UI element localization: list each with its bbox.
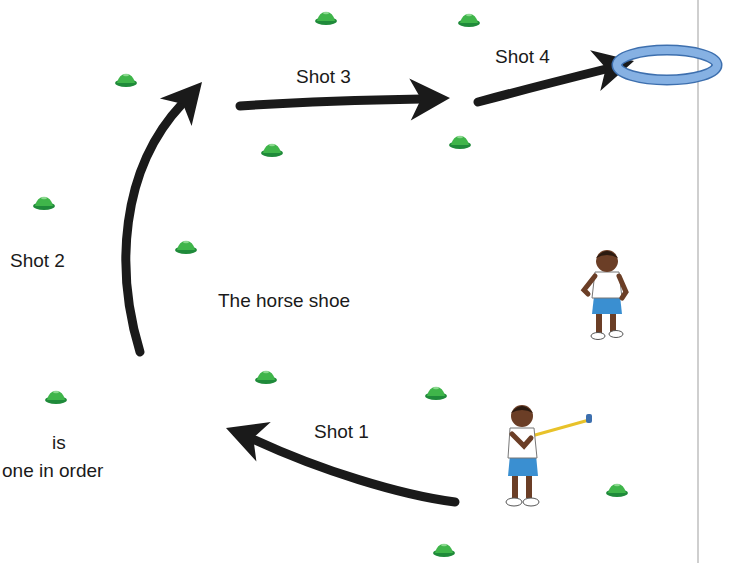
margin-line <box>697 0 699 563</box>
standing-child <box>584 250 626 340</box>
text-label: Shot 4 <box>495 46 550 68</box>
text-label: Shot 3 <box>296 66 351 88</box>
text-label: one in order <box>2 460 103 482</box>
text-label: Shot 1 <box>314 421 369 443</box>
cones <box>33 12 628 557</box>
text-label: Shot 2 <box>10 250 65 272</box>
target-ring <box>617 50 717 80</box>
text-label: is <box>52 432 66 454</box>
text-label: The horse shoe <box>218 290 350 312</box>
shot-arrows <box>126 69 606 502</box>
arrow-heads <box>160 41 639 462</box>
golfer-child <box>506 405 592 506</box>
